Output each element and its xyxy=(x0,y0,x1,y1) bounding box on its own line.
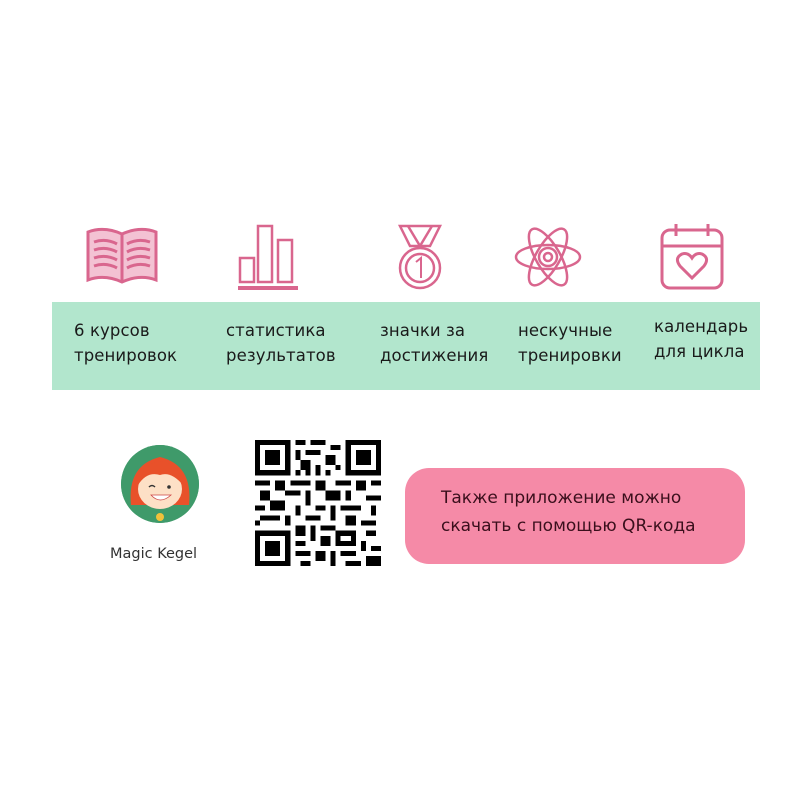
feature-courses-line1: 6 курсов xyxy=(74,321,150,340)
feature-calendar-line1: календарь xyxy=(654,317,749,336)
feature-icons-row xyxy=(0,222,800,292)
feature-badges: значки за достижения xyxy=(380,318,488,368)
calendar-heart-icon xyxy=(652,222,732,292)
girl-avatar-icon xyxy=(121,445,199,523)
feature-statistics: статистика результатов xyxy=(226,318,336,368)
app-icon[interactable] xyxy=(121,445,199,523)
feature-calendar: календарь для цикла xyxy=(654,314,748,364)
feature-workouts: нескучные тренировки xyxy=(518,318,622,368)
bar-chart-icon xyxy=(230,222,310,292)
medal-icon xyxy=(380,222,460,292)
callout-line2: скачать с помощью QR-кода xyxy=(441,516,696,536)
qr-code[interactable] xyxy=(255,440,381,566)
callout-line1: Также приложение можно xyxy=(441,488,682,508)
callout-text: Также приложение можно скачать с помощью… xyxy=(441,484,696,540)
feature-badges-line2: достижения xyxy=(380,346,489,365)
feature-courses-line2: тренировок xyxy=(74,346,178,365)
atom-icon xyxy=(508,222,588,292)
feature-courses: 6 курсов тренировок xyxy=(74,318,177,368)
feature-workouts-line2: тренировки xyxy=(518,346,622,365)
qr-download-callout: Также приложение можно скачать с помощью… xyxy=(405,468,745,564)
app-name: Magic Kegel xyxy=(110,546,198,562)
open-book-icon xyxy=(82,222,162,292)
features-band: 6 курсов тренировок статистика результат… xyxy=(52,302,760,390)
feature-badges-line1: значки за xyxy=(380,321,466,340)
feature-statistics-line2: результатов xyxy=(226,346,336,365)
qr-code-icon xyxy=(255,440,381,566)
feature-workouts-line1: нескучные xyxy=(518,321,613,340)
feature-statistics-line1: статистика xyxy=(226,321,326,340)
feature-calendar-line2: для цикла xyxy=(654,342,745,361)
